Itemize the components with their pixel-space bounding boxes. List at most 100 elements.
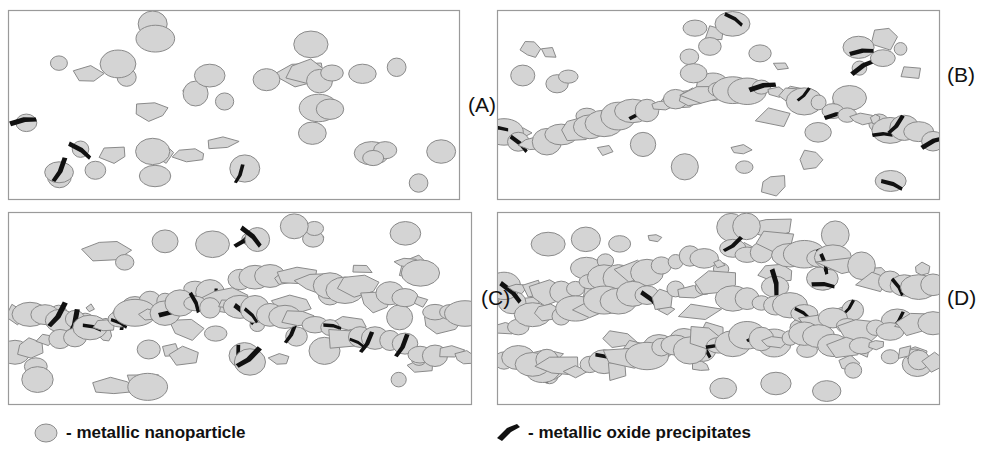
nanoparticle [196,231,230,258]
nanoparticle [671,154,698,180]
nanoparticle [200,298,221,318]
nanoparticle [401,260,439,286]
nanoparticle [100,50,136,78]
oxide-precipitate [228,163,251,185]
nanoparticle [316,99,343,119]
oxide-precipitate [794,87,813,102]
oxide-precipitate [234,346,264,368]
nanoparticle [715,12,750,37]
nanoparticle [511,65,535,86]
panel [498,213,940,405]
nanoparticle [710,378,737,399]
nanoparticle [736,161,753,174]
oxide-precipitate [747,75,777,101]
nanoparticle [298,122,326,144]
legend-text: - metallic nanoparticle [66,424,246,441]
nanoparticle [321,65,344,81]
nanoparticle [894,43,907,56]
panel-content [9,11,456,192]
oxide-precipitate [44,155,74,183]
flake-particle [172,149,203,162]
nanoparticle [230,155,260,182]
panel-content [498,11,939,198]
nanoparticle [427,140,456,163]
precipitate-sample [497,424,520,441]
flake-particle [353,265,372,272]
oxide-precipitate [498,118,510,141]
flake-particle [800,150,823,169]
flake-particle [208,137,239,149]
flake-particle [773,63,788,70]
nanoparticle [215,93,233,110]
nanoparticle [845,363,862,378]
nanoparticle-sample [35,424,57,442]
nanoparticle [363,150,384,165]
nanoparticle [761,372,791,395]
flake-particle [136,103,168,122]
oxide-precipitate [9,109,38,135]
flake-particle [678,304,721,319]
nanoparticle [749,45,771,62]
nanoparticle [690,249,719,269]
oxide-precipitate [879,172,904,198]
nanoparticle [22,367,53,393]
nanoparticle [571,227,600,252]
panel-label: (B) [947,64,975,85]
nanoparticle [253,69,280,91]
nanoparticle [921,274,939,296]
panel-content [9,214,471,400]
flake-particle [455,351,471,364]
nanoparticle [918,312,939,335]
nanoparticle [881,350,899,364]
flake-particle [731,145,752,154]
nanoparticle [870,50,895,67]
flake-particle [916,262,930,275]
nanoparticle [234,349,265,375]
oxide-precipitate [848,41,875,65]
flake-particle [597,146,613,156]
nanoparticle [136,25,175,52]
nanoparticle [137,340,160,359]
panel [498,11,940,200]
oxide-precipitate [762,267,788,297]
nanoparticle [136,138,170,164]
flake-particle [922,352,939,372]
nanoparticle [139,165,170,186]
flake-particle [86,304,94,312]
nanoparticle [392,289,418,307]
nanoparticle [559,70,579,83]
flake-particle [755,108,790,127]
nanoparticle [152,230,178,253]
nanoparticle [733,213,761,240]
panel [9,213,472,405]
flake-particle [169,346,198,365]
nanoparticle [609,236,631,252]
oxide-precipitate [723,11,744,31]
nanoparticle [630,132,655,156]
oxide-precipitate [67,136,92,165]
nanoparticle [280,214,308,239]
flake-particle [268,354,289,365]
nanoparticle [128,373,168,400]
flake-particle [648,235,662,242]
nanoparticle [387,305,413,330]
flake-particle [73,66,104,82]
flake-particle [99,147,125,163]
nanoparticle [349,64,377,83]
nanoparticle [683,20,707,36]
nanoparticle [409,174,428,192]
panel [9,11,460,200]
oxide-precipitate [239,222,262,251]
panel-label: (A) [468,94,496,115]
oxide-precipitate [353,330,380,354]
legend-samples [35,424,520,442]
nanoparticle [805,123,831,143]
nanoparticle [387,58,406,76]
legend-text: - metallic oxide precipitates [528,424,751,441]
panel-label: (C) [481,287,510,308]
panel-label: (D) [947,287,976,308]
nanoparticle [680,49,699,65]
nanoparticle [204,326,227,341]
nanoparticle [531,232,565,256]
